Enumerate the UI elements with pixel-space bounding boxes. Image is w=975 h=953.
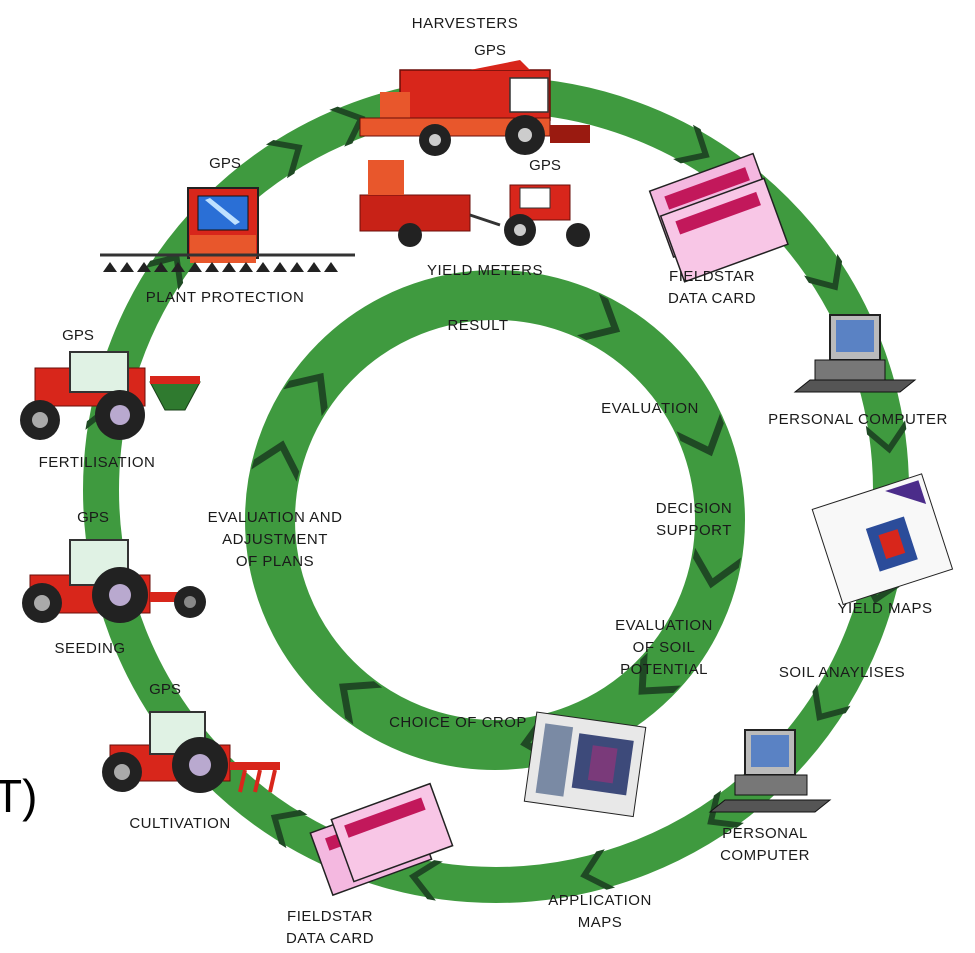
inner-cycle-arrows (251, 293, 741, 763)
sprayer-tractor-icon (100, 187, 355, 272)
label-plant-protection: PLANT PROTECTION (146, 289, 305, 306)
label-plans-line3: OF PLANS (236, 553, 314, 570)
label-evaluation: EVALUATION (601, 400, 699, 417)
label-pc-bottom-line1: PERSONAL (722, 825, 808, 842)
label-plans-line1: EVALUATION AND (208, 509, 343, 526)
label-harvesters: HARVESTERS (412, 15, 518, 32)
fertiliser-tractor-icon (20, 351, 201, 440)
sprayer-nozzle-8 (222, 262, 236, 272)
label-fieldstar-top-line2: DATA CARD (668, 290, 756, 307)
outer-arrow-14 (145, 253, 184, 291)
label-result: RESULT (447, 317, 508, 334)
label-application-line2: MAPS (578, 914, 623, 931)
sprayer-nozzle-12 (290, 262, 304, 272)
sprayer-nozzle-7 (205, 262, 219, 272)
inner-arrow-7 (339, 681, 383, 725)
yield-map-icon (811, 473, 954, 606)
personal-computer-bottom-icon (708, 729, 832, 813)
gps-label-cultivator: GPS (149, 681, 181, 698)
outer-arrow-8 (580, 849, 616, 890)
label-fieldstar-bottom-line2: DATA CARD (286, 930, 374, 947)
fieldstar-data-card-bottom-icon (309, 782, 454, 897)
outer-arrow-10 (270, 809, 308, 849)
sprayer-nozzle-14 (324, 262, 338, 272)
label-fieldstar-bottom-line1: FIELDSTAR (287, 908, 373, 925)
inner-arrow-2 (577, 293, 621, 341)
cropped-edge-text: T) (0, 770, 37, 822)
sprayer-nozzle-11 (273, 262, 287, 272)
inner-arrow-5 (638, 652, 681, 695)
label-application-line1: APPLICATION (548, 892, 652, 909)
gps-label-seeding: GPS (77, 509, 109, 526)
seeding-tractor-icon (22, 539, 206, 623)
label-fieldstar-top-line1: FIELDSTAR (669, 268, 755, 285)
gps-label-fertiliser: GPS (62, 327, 94, 344)
label-yield-maps: YIELD MAPS (837, 600, 932, 617)
inner-arrow-1 (283, 372, 328, 417)
sprayer-nozzle-4 (154, 262, 168, 272)
label-pc-top: PERSONAL COMPUTER (768, 411, 948, 428)
label-decision-line2: SUPPORT (656, 522, 732, 539)
sprayer-nozzle-10 (256, 262, 270, 272)
outer-arrow-1 (329, 106, 366, 147)
label-soil-analyses: SOIL ANAYLISES (779, 664, 905, 681)
sprayer-nozzle-5 (171, 262, 185, 272)
cultivator-tractor-icon (102, 711, 280, 793)
label-fertilisation: FERTILISATION (39, 454, 156, 471)
label-soil-potential-line1: EVALUATION (615, 617, 713, 634)
outer-arrow-4 (865, 420, 907, 454)
label-soil-potential-line2: OF SOIL (633, 639, 696, 656)
outer-arrow-15 (265, 139, 303, 179)
application-map-icon (523, 711, 647, 818)
sprayer-nozzle-13 (307, 262, 321, 272)
inner-arrow-8 (251, 440, 300, 482)
sprayer-nozzle-3 (137, 262, 151, 272)
outer-arrow-6 (812, 684, 851, 721)
label-decision-line1: DECISION (656, 500, 733, 517)
sprayer-nozzle-9 (239, 262, 253, 272)
label-pc-bottom-line2: COMPUTER (720, 847, 810, 864)
inner-cycle-ring (245, 270, 745, 770)
label-seeding: SEEDING (54, 640, 125, 657)
inner-arrow-3 (676, 413, 724, 457)
sprayer-nozzle-2 (120, 262, 134, 272)
label-yield-meters: YIELD METERS (427, 262, 543, 279)
inner-arrow-4 (693, 547, 741, 589)
inner-arrow-6 (520, 714, 561, 763)
fieldstar-data-card-top-icon (648, 152, 789, 283)
outer-arrow-9 (408, 860, 443, 901)
label-choice-of-crop: CHOICE OF CROP (389, 714, 527, 731)
combine-harvester-icon (359, 60, 590, 156)
gps-label-harvester: GPS (474, 42, 506, 59)
label-cultivation: CULTIVATION (129, 815, 230, 832)
sprayer-nozzle-1 (103, 262, 117, 272)
sprayer-nozzle-6 (188, 262, 202, 272)
outer-arrow-3 (804, 253, 843, 291)
outer-arrow-2 (673, 124, 710, 164)
label-soil-potential-line3: POTENTIAL (620, 661, 708, 678)
yield-meter-trailer-tractor-icon (359, 160, 590, 247)
gps-label-yield-tractor: GPS (529, 157, 561, 174)
outer-arrow-7 (707, 790, 744, 828)
label-plans-line2: ADJUSTMENT (222, 531, 328, 548)
gps-label-sprayer: GPS (209, 155, 241, 172)
personal-computer-top-icon (793, 314, 917, 393)
